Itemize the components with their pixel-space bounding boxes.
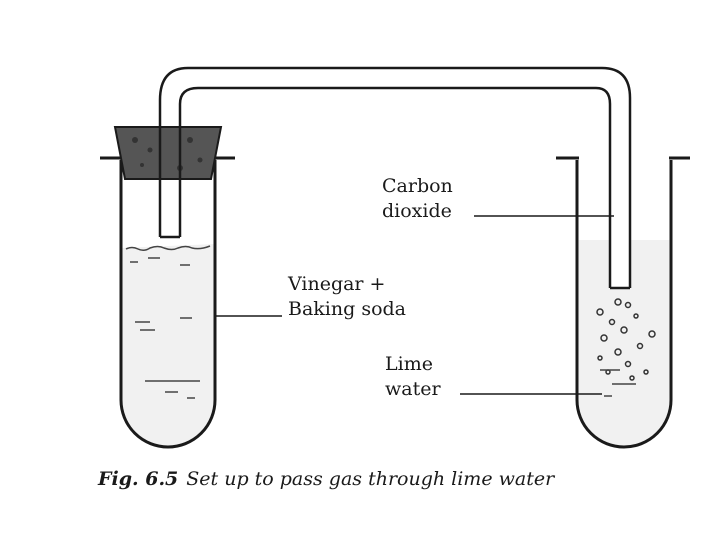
label-lime-water-2: water: [385, 378, 441, 400]
left-tube-liquid: [121, 244, 215, 447]
figure-caption-text: Set up to pass gas through lime water: [186, 468, 555, 490]
label-mixture-1: Vinegar +: [288, 273, 386, 295]
label-carbon-dioxide-1: Carbon: [382, 175, 453, 197]
label-lime-water-1: Lime: [385, 353, 433, 375]
delivery-tube-inner: [178, 86, 612, 288]
right-test-tube: [575, 160, 673, 449]
figure-number: Fig. 6.5: [98, 468, 179, 490]
left-liquid-texture: [125, 245, 211, 399]
label-mixture-2: Baking soda: [288, 298, 406, 320]
figure-caption: Fig. 6.5 Set up to pass gas through lime …: [98, 468, 554, 490]
delivery-tube-outer: [158, 66, 632, 288]
right-liquid-texture: [600, 369, 636, 397]
left-test-tube: [119, 160, 217, 449]
rubber-stopper: [113, 126, 223, 180]
right-tube-liquid: [577, 240, 671, 447]
label-carbon-dioxide-2: dioxide: [382, 200, 452, 222]
